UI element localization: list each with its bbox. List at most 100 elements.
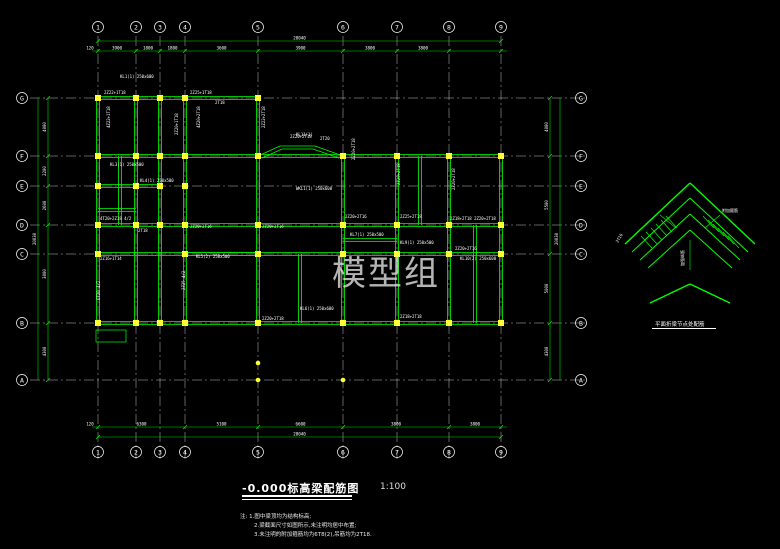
detail-stirrup [707, 219, 720, 233]
dimension-tick [45, 95, 51, 101]
curved-beam [261, 148, 340, 159]
dimension-tick [498, 48, 504, 54]
dimension-text: 3000 [42, 269, 47, 279]
column [157, 320, 163, 326]
column [95, 320, 101, 326]
axis-bubble [443, 21, 455, 33]
axis-bubble [92, 446, 104, 458]
dimension-tick [95, 434, 101, 440]
column [157, 222, 163, 228]
column [446, 153, 452, 159]
title-underline [242, 495, 352, 497]
column [255, 320, 261, 326]
dimension-text: 3900 [295, 46, 306, 51]
axis-bubble-label: 1 [96, 23, 100, 31]
dimension-total-text: 20030 [554, 232, 559, 245]
drawing-title: -0.000标高梁配筋图 [242, 482, 360, 495]
axis-bubble [154, 21, 166, 33]
beam-label: KL3(1) 250x500 [110, 162, 144, 167]
beam-label: 2Z16+1T14 [100, 256, 122, 261]
axis-bubble-label: 6 [341, 23, 345, 31]
axis-bubble [575, 248, 587, 260]
beam-label: KL7(1) 250x500 [350, 232, 384, 237]
beam-label: 2Z20+2T16 [345, 214, 367, 219]
column [95, 183, 101, 189]
beam-label: 2Z20+2T16 [262, 224, 284, 229]
beam-label: 2Z18+2T18 [400, 314, 422, 319]
column [157, 95, 163, 101]
column [157, 183, 163, 189]
beam-label: 2Z22+1T18 [104, 90, 126, 95]
curved-beam [257, 145, 344, 157]
columns [95, 95, 504, 383]
axis-bubble-label: D [579, 221, 583, 229]
beam-label: 2Z25 4/2 [181, 270, 186, 290]
column-marker [255, 360, 261, 366]
beam-label: 2Z20+2T18 [290, 134, 312, 139]
column [446, 251, 452, 257]
dimension-edge-text: 120 [86, 46, 94, 51]
detail-outer-edge [689, 182, 756, 245]
detail-bar [631, 197, 691, 253]
beam-detail-box [95, 329, 127, 343]
dimension-tick [45, 153, 51, 159]
axis-bubble-label: E [579, 182, 583, 190]
note-line: 3.未注明的附加箍筋均为6T8(2),吊筋均为2T18. [254, 532, 372, 538]
column [95, 153, 101, 159]
column [446, 222, 452, 228]
beam-label: 2Z20+2T18 [451, 168, 456, 190]
beam-label: 2Z20+2T18 [351, 138, 356, 160]
dimension-tick [394, 48, 400, 54]
axis-bubble [154, 446, 166, 458]
axis-bubble [16, 374, 28, 386]
axis-bubble-label: G [579, 94, 583, 102]
detail-stirrup [727, 235, 740, 249]
drawing-scale: 1:100 [380, 482, 406, 492]
detail-label: 加强纵筋 [679, 250, 685, 266]
dimension-total-text: 28040 [293, 432, 306, 437]
title-underline-thin [242, 499, 352, 500]
dimension-tick [498, 38, 504, 44]
axis-bubble-label: G [20, 94, 24, 102]
detail-stirrup [645, 231, 658, 245]
axis-bubble-label: A [579, 376, 583, 384]
detail-stirrup [702, 215, 715, 229]
column [133, 95, 139, 101]
axis-bubble [16, 317, 28, 329]
beam-label: 2Z18+2T18 2Z20+2T18 [450, 216, 496, 221]
detail-stirrup [655, 223, 668, 237]
column [255, 222, 261, 228]
drawing-title-block: -0.000标高梁配筋图 1:100 [242, 480, 406, 500]
beam-label: 2Z25+1T18 [190, 90, 212, 95]
dimension-tick [340, 424, 346, 430]
dimension-text: 1800 [167, 46, 178, 51]
dimension-tick [157, 48, 163, 54]
axis-bubble [130, 446, 142, 458]
dimension-text: 6300 [136, 422, 147, 427]
beam-label: KL5(2) 250x500 [196, 254, 230, 259]
axis-bubble-label: 5 [256, 23, 260, 31]
dimension-tick [547, 320, 553, 326]
dimension-edge-text: 120 [86, 422, 94, 427]
detail-bar [689, 197, 749, 253]
dimension-tick [95, 424, 101, 430]
column [394, 153, 400, 159]
detail-stirrup [650, 227, 663, 241]
detail-leader [704, 214, 721, 229]
beam-label: KL1(1) 250x600 [120, 74, 154, 79]
axis-bubble-label: C [579, 250, 583, 258]
dimension-text: 3600 [216, 46, 227, 51]
column [498, 153, 504, 159]
dimension-text: 2200 [42, 166, 47, 176]
column [255, 153, 261, 159]
column [182, 153, 188, 159]
column [255, 251, 261, 257]
dimension-tick [45, 183, 51, 189]
axis-bubble-label: 7 [395, 23, 399, 31]
detail-stirrup [640, 235, 653, 249]
column [95, 95, 101, 101]
axis-bubble-label: 9 [499, 23, 503, 31]
